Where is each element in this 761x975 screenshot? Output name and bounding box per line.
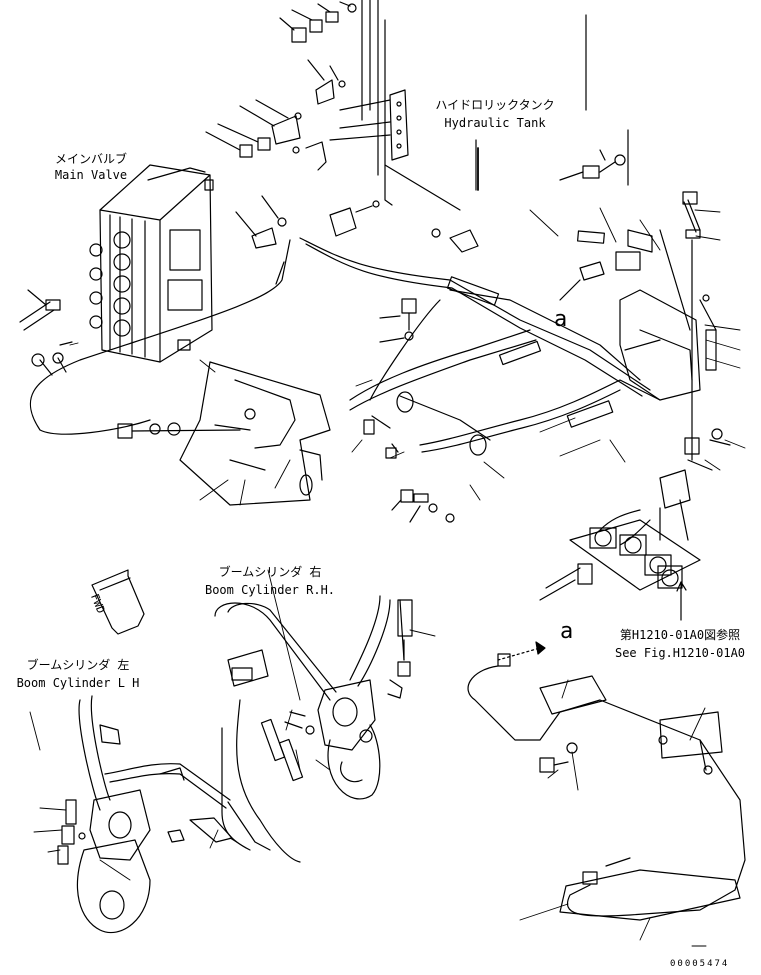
reference-mark-a-upper: a xyxy=(554,307,568,332)
lower-right-fittings xyxy=(540,429,730,620)
bracket xyxy=(620,290,700,400)
hydraulic-tank-label-en: Hydraulic Tank xyxy=(444,116,546,130)
main-valve-label-jp: メインバルブ xyxy=(54,152,127,166)
main-valve xyxy=(90,165,213,362)
boom-cylinder-rh-label-jp: ブームシリンダ 右 xyxy=(218,565,322,579)
plate-bolts xyxy=(118,299,454,522)
top-fittings xyxy=(206,2,379,248)
see-figure-label-jp: 第H1210-01A0図参照 xyxy=(619,628,741,642)
upper-right-fittings xyxy=(560,130,716,460)
wire-harness xyxy=(468,642,745,920)
hydraulic-tank-label-jp: ハイドロリックタンク xyxy=(435,98,555,112)
tank-pipes xyxy=(330,0,586,252)
mounting-plate xyxy=(180,362,330,505)
see-figure-label-en: See Fig.H1210-01A0 xyxy=(614,646,746,660)
boom-cylinder-lh-label-en: Boom Cylinder L H xyxy=(16,676,140,690)
leader-lines xyxy=(30,148,745,946)
fwd-arrow-icon xyxy=(92,570,144,634)
reference-mark-a-lower: a xyxy=(560,619,574,644)
boom-cylinder-lh-label-jp: ブームシリンダ 左 xyxy=(26,658,130,672)
boom-cylinder-rh xyxy=(215,596,412,862)
main-valve-fittings xyxy=(20,290,72,375)
main-valve-label-en: Main Valve xyxy=(54,168,128,182)
boom-cylinder-rh-label-en: Boom Cylinder R.H. xyxy=(204,583,336,597)
boom-hoses xyxy=(30,238,660,455)
document-number: 00005474 xyxy=(670,959,730,969)
boom-cylinder-lh xyxy=(58,696,270,933)
